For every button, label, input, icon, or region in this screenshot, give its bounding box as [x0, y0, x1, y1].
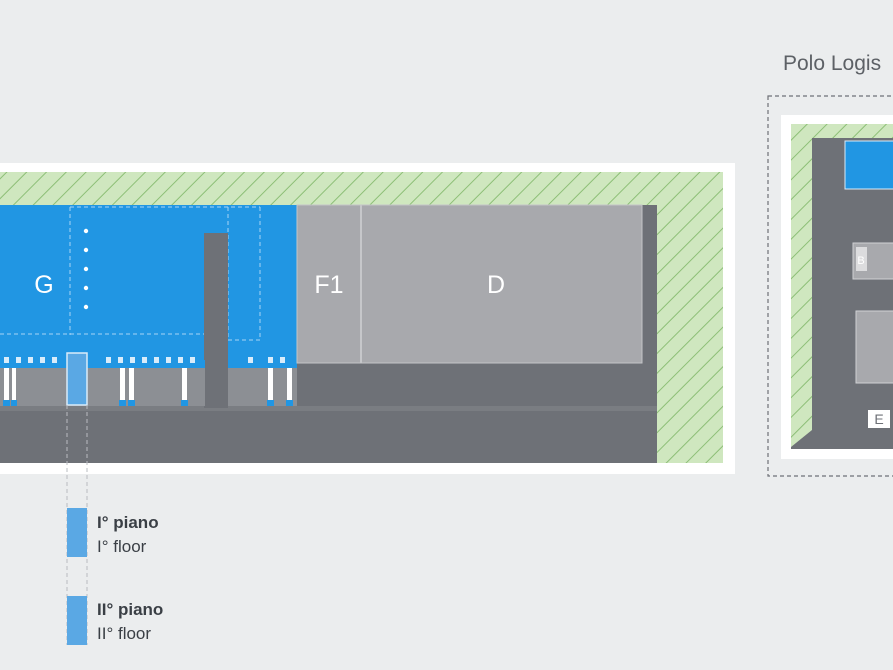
zone-label-d: D	[487, 271, 505, 299]
loading-bays	[0, 368, 205, 406]
zone-label-e: E	[874, 411, 883, 427]
green-area-right	[657, 172, 723, 463]
legend-swatch-second-floor	[67, 596, 87, 645]
zone-label-b: B	[857, 255, 864, 267]
building-g-right	[228, 205, 297, 360]
dock-markers	[4, 357, 285, 363]
legend-first-piano: I° piano	[97, 513, 159, 532]
internal-road	[204, 233, 228, 408]
polo-logistico-title: Polo Logis	[783, 52, 882, 75]
legend-swatch-first-floor	[67, 508, 87, 557]
legend-first-floor-en: I° floor	[97, 537, 147, 556]
building-g-notch	[204, 205, 228, 233]
floor-section-highlight	[66, 352, 88, 406]
legend-first-floor: I° piano I° floor	[97, 511, 159, 559]
green-area-top	[0, 172, 723, 205]
polo-building-blue	[844, 140, 893, 190]
legend-second-floor-en: II° floor	[97, 624, 152, 643]
dots-marker	[83, 228, 89, 310]
building-f1	[297, 205, 361, 363]
polo-inset-frame	[767, 95, 893, 477]
building-g	[0, 205, 204, 360]
loading-yard	[0, 406, 657, 411]
polo-building-e	[855, 310, 893, 384]
zone-label-f1: F1	[314, 271, 343, 299]
legend-second-piano: II° piano	[97, 600, 164, 619]
building-d	[361, 205, 642, 363]
zone-label-g: G	[34, 271, 53, 299]
dock-strip	[0, 360, 205, 368]
legend-second-floor: II° piano II° floor	[97, 598, 163, 646]
